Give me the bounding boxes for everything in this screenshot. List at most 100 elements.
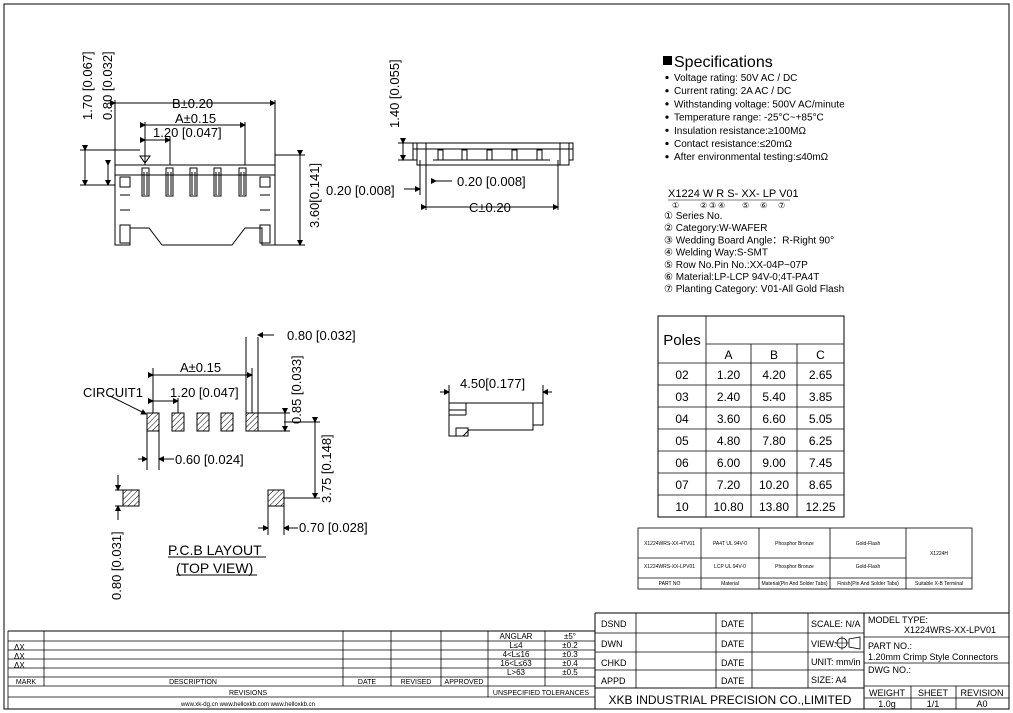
view-label: VIEW: — [811, 639, 836, 649]
sign-date-label: DATE — [721, 619, 744, 629]
bullet-icon — [665, 155, 669, 159]
poles-cell: 07 — [675, 478, 689, 492]
material-footer-cell: PART NO — [659, 581, 681, 587]
tolerance-header: ANGLAR — [500, 632, 533, 641]
poles-cell: 10.80 — [713, 500, 743, 514]
dwg-label: DWG NO.: — [868, 665, 911, 675]
material-footer-cell: Material — [721, 581, 739, 587]
tolerance-range: L>63 — [507, 668, 526, 677]
sign-row-label: CHKD — [601, 658, 627, 668]
pcb-layout — [109, 332, 320, 576]
poles-header: Poles — [663, 332, 701, 349]
material-footer-cell: Material(Pin And Solder Tabs) — [761, 581, 827, 587]
specifications: Specifications : Voltage rating: 50V AC … — [663, 54, 845, 163]
material-merged-cell: X1224H — [930, 551, 948, 557]
material-cell: LCP UL 94V-0 — [714, 564, 746, 570]
sheet-value: 1/1 — [927, 699, 940, 709]
code-legend-item: ⑥ Material:LP-LCP 94V-0;4T-PA4T — [664, 272, 819, 283]
end-dim-width: 4.50[0.177] — [460, 376, 525, 391]
poles-cell: 05 — [675, 434, 689, 448]
side-dim-c: C±0.20 — [469, 200, 511, 215]
website-links: www.xk-dg.cn www.helloxkb.com www.hellox… — [180, 702, 315, 708]
poles-cell: 4.20 — [762, 368, 786, 382]
poles-cell: 10.20 — [759, 478, 789, 492]
poles-cell: 10 — [675, 500, 689, 514]
spec-item: Voltage rating: 50V AC / DC — [674, 73, 797, 84]
material-cell: Gold-Flash — [856, 541, 881, 547]
dim-pitch: 1.20 [0.047] — [153, 125, 222, 140]
poles-cell: 3.60 — [717, 412, 741, 426]
poles-cell: 5.05 — [809, 412, 833, 426]
side-dim-left: 0.20 [0.008] — [326, 183, 395, 198]
revision-header: DESCRIPTION — [169, 679, 217, 686]
tolerance-range: 16<L≤63 — [500, 659, 532, 668]
poles-cell: 2.65 — [809, 368, 833, 382]
tolerance-range: 4<L≤16 — [503, 650, 530, 659]
code-legend-item: ⑦ Planting Category: V01-All Gold Flash — [664, 284, 844, 295]
revision-mark: ΔX — [14, 643, 25, 652]
code-legend-item: ③ Wedding Board Angle：R-Right 90° — [664, 235, 834, 246]
bullet-icon — [665, 102, 669, 106]
pcb-dim-row-spacing: 3.75 [0.148] — [319, 434, 334, 503]
side-dim-height: 1.40 [0.055] — [387, 59, 402, 128]
revision-header: DATE — [358, 679, 376, 686]
model-label: MODEL TYPE: — [868, 615, 928, 625]
poles-cell: 8.65 — [809, 478, 833, 492]
poles-cell: 6.00 — [717, 456, 741, 470]
part-code: X1224 W R S- XX- LP V01 — [668, 188, 799, 200]
code-index: ③ — [709, 201, 716, 210]
code-legend-item: ① Series No. — [664, 211, 722, 222]
bullet-icon — [665, 128, 669, 132]
code-legend-item: ② Category:W-WAFER — [664, 223, 767, 234]
weight-value: 1.0g — [878, 699, 896, 709]
pcb-dim-a: A±0.15 — [180, 360, 221, 375]
revision-mark: ΔX — [14, 652, 25, 661]
bullet-icon — [665, 75, 669, 80]
pcb-dim-top-right: 0.80 [0.032] — [287, 328, 356, 343]
sign-row-label: APPD — [601, 676, 626, 686]
size-label: SIZE: A4 — [811, 675, 847, 685]
specs-title-suffix: : — [769, 56, 772, 70]
revision-header: REVISED — [401, 679, 432, 686]
material-cell: X1224WRS-XX-4TV01 — [644, 541, 695, 547]
poles-cell: 03 — [675, 390, 689, 404]
code-index: ⑦ — [778, 201, 785, 210]
bullet-icon — [665, 89, 669, 93]
material-cell: Gold-Flash — [856, 564, 881, 570]
spec-item: Temperature range: -25°C~+85°C — [674, 113, 824, 124]
code-index: ⑤ — [742, 201, 749, 210]
code-index: ⑥ — [760, 201, 767, 210]
poles-cell: 13.80 — [759, 500, 789, 514]
poles-cell: 7.20 — [717, 478, 741, 492]
side-view — [398, 138, 574, 210]
model-value: X1224WRS-XX-LPV01 — [904, 625, 996, 635]
tolerance-value: ±0.2 — [562, 641, 578, 650]
revisions-title: REVISIONS — [229, 690, 267, 697]
pcb-subtitle: (TOP VIEW) — [176, 560, 253, 576]
code-index: ② — [700, 201, 707, 210]
code-legend-item: ④ Welding Way:S-SMT — [664, 248, 768, 259]
poles-cell: 9.00 — [762, 456, 786, 470]
poles-cell: 7.45 — [809, 456, 833, 470]
spec-item: After environmental testing:≤40mΩ — [674, 152, 829, 163]
end-view — [440, 385, 552, 437]
material-cell: Phosphor Bronze — [775, 541, 814, 547]
revision-mark: ΔX — [14, 661, 25, 670]
spec-item: Insulation resistance:≥100MΩ — [674, 126, 806, 137]
material-footer-cell: Finish(Pin And Solder Tabs) — [837, 581, 899, 587]
spec-item: Withstanding voltage: 500V AC/minute — [674, 99, 845, 110]
dim-depth: 3.60[0.141] — [307, 163, 322, 228]
sign-date-label: DATE — [721, 676, 744, 686]
tolerance-value: ±0.3 — [562, 650, 578, 659]
material-cell: X1224WRS-XX-LPV01 — [644, 564, 695, 570]
dim-b: B±0.20 — [172, 96, 213, 111]
material-cell: PA4T UL 94V-0 — [713, 541, 747, 547]
specs-title: Specifications — [674, 54, 773, 71]
pcb-title: P.C.B LAYOUT — [168, 542, 262, 558]
company-name: XKB INDUSTRIAL PRECISION CO.,LIMITED — [609, 693, 852, 707]
poles-cell: 6.60 — [762, 412, 786, 426]
